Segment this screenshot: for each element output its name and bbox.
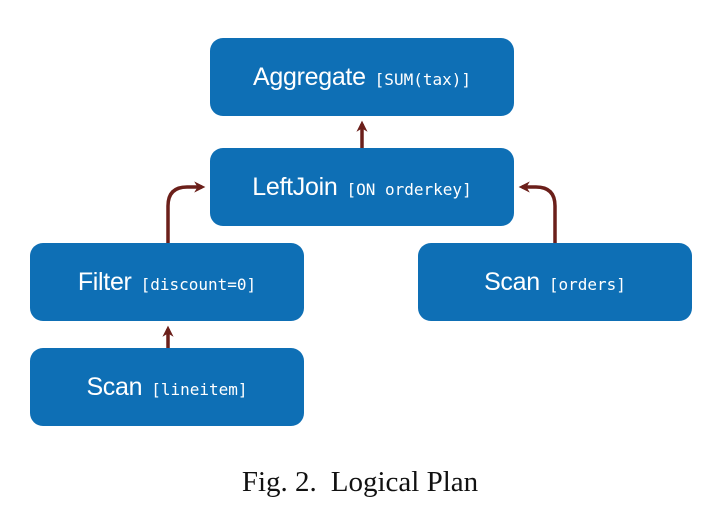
edge-scan-orders-to-leftjoin (518, 181, 557, 243)
edge-filter-to-leftjoin (166, 181, 206, 243)
figure-caption: Fig. 2. Logical Plan (0, 466, 720, 499)
node-aggregate-operator: Aggregate (253, 62, 366, 91)
node-scan-orders-argument: [orders] (548, 274, 626, 294)
node-filter-argument: [discount=0] (140, 274, 257, 294)
node-scan-lineitem: Scan [lineitem] (30, 348, 304, 426)
figure-title: Logical Plan (330, 466, 479, 498)
node-filter: Filter [discount=0] (30, 243, 304, 321)
node-scan-lineitem-operator: Scan (86, 372, 143, 401)
node-leftjoin: LeftJoin [ON orderkey] (210, 148, 514, 226)
node-scan-lineitem-argument: [lineitem] (151, 379, 248, 399)
node-scan-orders-operator: Scan (484, 267, 540, 296)
node-filter-operator: Filter (77, 267, 132, 296)
node-leftjoin-operator: LeftJoin (252, 172, 338, 201)
node-leftjoin-argument: [ON orderkey] (346, 179, 472, 199)
figure-number: Fig. 2. (241, 466, 317, 498)
node-aggregate: Aggregate [SUM(tax)] (210, 38, 514, 116)
node-scan-orders: Scan [orders] (418, 243, 692, 321)
node-aggregate-argument: [SUM(tax)] (374, 69, 471, 89)
